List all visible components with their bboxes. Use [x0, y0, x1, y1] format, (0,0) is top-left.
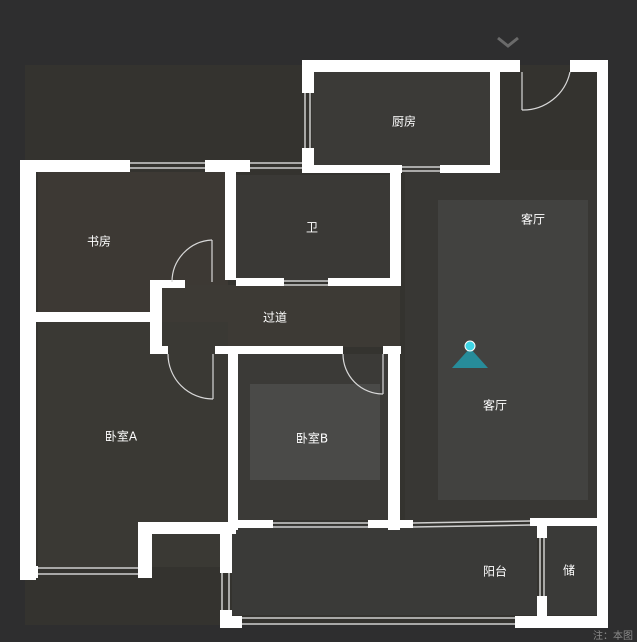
wall-bedroom-b-right — [388, 350, 400, 530]
room-label-study[interactable]: 书房 — [86, 234, 112, 249]
room-label-kitchen[interactable]: 厨房 — [391, 114, 417, 129]
bed-b — [250, 384, 380, 480]
wall-hall-bottom — [215, 346, 343, 354]
wall-kitchen-left — [302, 60, 314, 93]
wall-left-bottom — [20, 566, 38, 578]
wall-kitchen-left-low — [302, 148, 314, 170]
wall-study-right — [225, 165, 236, 280]
room-label-bedroom-b[interactable]: 卧室B — [295, 431, 329, 446]
camera-marker-icon[interactable] — [452, 340, 488, 368]
wall-bath-bottom — [236, 278, 284, 286]
wall-kitchen-top — [302, 60, 520, 72]
kitchen-floor — [312, 72, 497, 170]
walls — [20, 60, 608, 628]
wall-kitchen-bottom — [302, 165, 402, 173]
wall-kitchen-right — [490, 72, 500, 170]
wall-right — [597, 60, 608, 620]
wall-hall-left — [150, 280, 162, 350]
room-label-storage[interactable]: 储 — [562, 563, 576, 578]
room-label-bedroom-a[interactable]: 卧室A — [104, 429, 138, 444]
windows — [38, 93, 545, 625]
room-label-living-top[interactable]: 客厅 — [520, 212, 546, 227]
wall-bedroom-a-step — [138, 522, 152, 578]
wall-living-bottom — [530, 518, 600, 526]
wall-storage-left — [537, 518, 547, 538]
wall-hall-bottom-left — [150, 346, 168, 354]
wall-left — [20, 160, 36, 580]
wall-hall-top-left — [150, 280, 185, 288]
wall-bedroom-b-left — [228, 350, 238, 530]
wall-balcony-bottom — [220, 616, 242, 628]
wall-study-bottom — [36, 312, 154, 322]
chevron-down-icon[interactable] — [497, 36, 519, 48]
wall-bedroom-a-bottom — [138, 522, 236, 534]
room-label-living-main[interactable]: 客厅 — [482, 398, 508, 413]
room-label-bath[interactable]: 卫 — [305, 220, 319, 235]
room-label-hallway[interactable]: 过道 — [262, 310, 288, 325]
wall-balcony-left — [220, 528, 232, 573]
footnote: 注：本图 — [593, 631, 633, 642]
wall-bath-right — [390, 165, 401, 285]
room-label-balcony[interactable]: 阳台 — [482, 564, 508, 579]
wall-storage-left-low — [537, 596, 547, 622]
bath-floor — [236, 175, 396, 280]
rug — [438, 200, 588, 500]
wall-bedroom-b-bottom — [228, 520, 273, 528]
balcony-floor — [232, 525, 537, 615]
wall-kitchen-bottom-right — [440, 165, 500, 173]
wall-bath-bottom-right — [328, 278, 401, 286]
wall-bedroom-b-bottom-right — [368, 520, 413, 528]
storage-floor — [545, 525, 597, 615]
wall-left-top — [20, 160, 130, 172]
doors — [167, 71, 571, 400]
